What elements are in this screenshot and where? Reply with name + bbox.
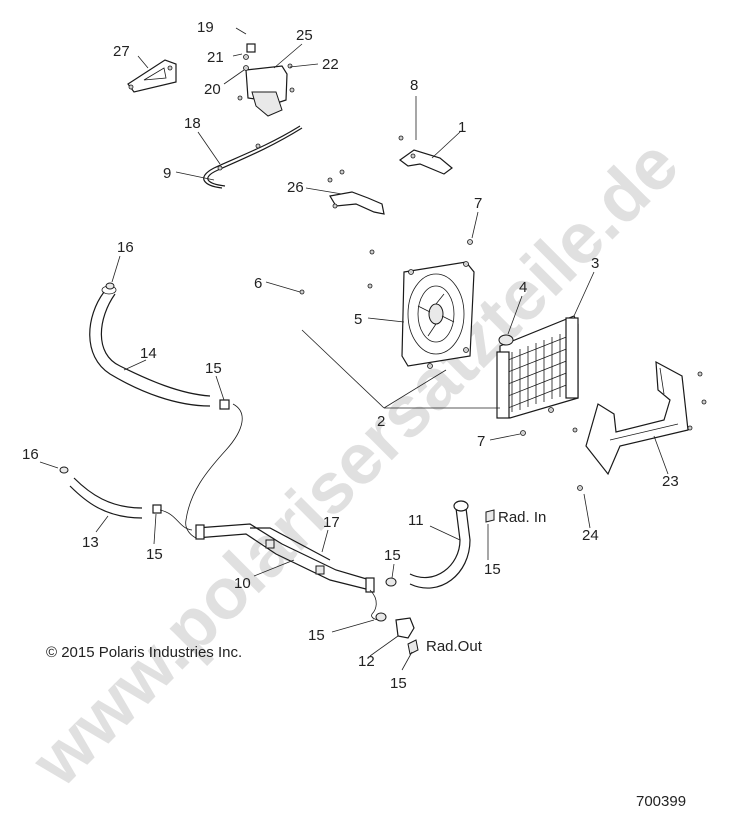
rad-in-label: Rad. In xyxy=(498,509,546,526)
part-23-shield xyxy=(572,360,707,491)
callout-5: 5 xyxy=(354,311,362,328)
part-14-hose xyxy=(89,282,230,410)
callout-6: 6 xyxy=(254,275,262,292)
part-27-bracket xyxy=(127,59,177,93)
watermark-text: www.polarisersatzteile.de xyxy=(16,124,694,802)
callout-22: 22 xyxy=(322,56,339,73)
callout-7-top: 7 xyxy=(474,195,482,212)
callout-18: 18 xyxy=(184,115,201,132)
part-4-radiator-cap xyxy=(498,334,514,346)
callout-labels: 19 21 20 25 22 27 18 9 8 1 26 7 3 4 6 5 … xyxy=(22,19,679,692)
callout-9: 9 xyxy=(163,165,171,182)
callout-25: 25 xyxy=(296,27,313,44)
callout-24: 24 xyxy=(582,527,599,544)
part-5-fan-assembly xyxy=(367,249,475,369)
callout-19: 19 xyxy=(197,19,214,36)
callout-10: 10 xyxy=(234,575,251,592)
fastener-7 xyxy=(520,430,526,436)
fastener-6 xyxy=(299,289,305,295)
callout-13: 13 xyxy=(82,534,99,551)
part-12-elbow xyxy=(395,617,419,655)
callout-12: 12 xyxy=(358,653,375,670)
callout-15-f: 15 xyxy=(390,675,407,692)
callout-14: 14 xyxy=(140,345,157,362)
rad-out-label: Rad.Out xyxy=(426,638,483,655)
callout-1: 1 xyxy=(458,119,466,136)
part-13-hose xyxy=(59,466,193,531)
bleed-line xyxy=(185,403,243,539)
callout-26: 26 xyxy=(287,179,304,196)
callout-15-c: 15 xyxy=(384,547,401,564)
callout-15-d: 15 xyxy=(484,561,501,578)
callout-16-bottom: 16 xyxy=(22,446,39,463)
callout-7-bottom: 7 xyxy=(477,433,485,450)
callout-27: 27 xyxy=(113,43,130,60)
callout-11: 11 xyxy=(408,512,424,529)
callout-21: 21 xyxy=(207,49,224,66)
part-1-bracket xyxy=(398,135,453,175)
copyright-text: © 2015 Polaris Industries Inc. xyxy=(46,644,242,661)
callout-3: 3 xyxy=(591,255,599,272)
callout-23: 23 xyxy=(662,473,679,490)
part-9-overflow-hose xyxy=(203,125,303,189)
callout-15-e: 15 xyxy=(308,627,325,644)
callout-4: 4 xyxy=(519,279,527,296)
part-25-reservoir xyxy=(237,43,295,117)
part-26-bracket xyxy=(327,169,385,215)
part-11-hose xyxy=(375,500,495,622)
callout-20: 20 xyxy=(204,81,221,98)
callout-15-b: 15 xyxy=(146,546,163,563)
callout-17: 17 xyxy=(323,514,340,531)
document-number: 700399 xyxy=(636,793,686,810)
callout-8: 8 xyxy=(410,77,418,94)
leader-lines xyxy=(39,27,669,671)
part-10-pipe-assembly xyxy=(195,523,381,621)
callout-2: 2 xyxy=(377,413,385,430)
callout-16-top: 16 xyxy=(117,239,134,256)
callout-15-a: 15 xyxy=(205,360,222,377)
